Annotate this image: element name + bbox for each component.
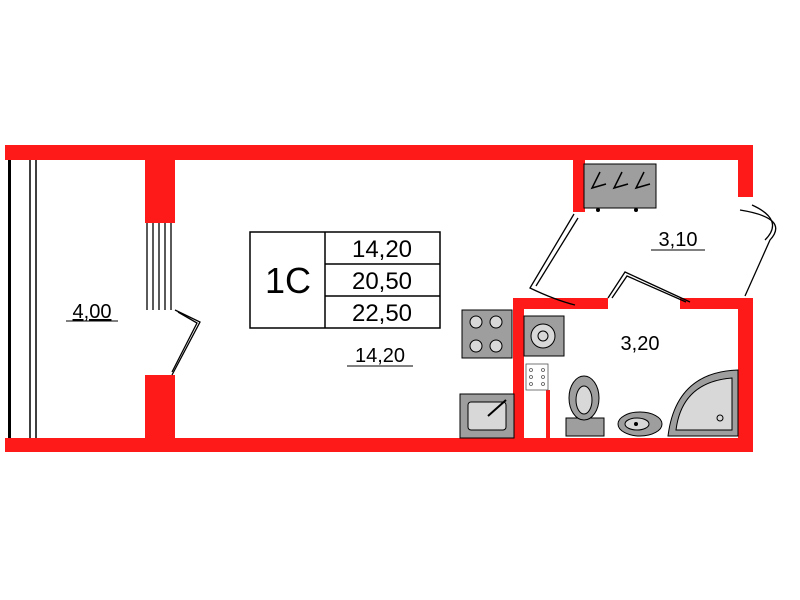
balcony bbox=[8, 158, 37, 440]
wardrobe-hangers-icon bbox=[583, 163, 657, 212]
apartment-info-box: 1С 14,20 20,50 22,50 bbox=[249, 231, 441, 329]
wash-basin-icon bbox=[617, 411, 663, 437]
walls bbox=[5, 145, 753, 452]
toilet-icon bbox=[565, 375, 605, 437]
shower-cabin-icon bbox=[667, 369, 739, 437]
total-area-with-balcony-value: 22,50 bbox=[352, 300, 412, 327]
bathroom-area-label: 3,20 bbox=[621, 333, 660, 355]
apartment-type-label: 1С bbox=[265, 260, 311, 301]
living-room-area-label: 14,20 bbox=[355, 345, 405, 367]
living-area-value: 14,20 bbox=[352, 236, 412, 263]
hallway-doors bbox=[529, 204, 777, 306]
total-area-value: 20,50 bbox=[352, 268, 412, 295]
balcony-door bbox=[146, 223, 201, 376]
balcony-area-label: 4,00 bbox=[73, 301, 112, 323]
kitchen-sink-icon bbox=[459, 393, 515, 439]
hallway-area-label: 3,10 bbox=[659, 229, 698, 251]
water-heater-icon bbox=[525, 363, 549, 391]
stove-icon bbox=[461, 309, 513, 359]
washing-machine-icon bbox=[523, 315, 565, 357]
